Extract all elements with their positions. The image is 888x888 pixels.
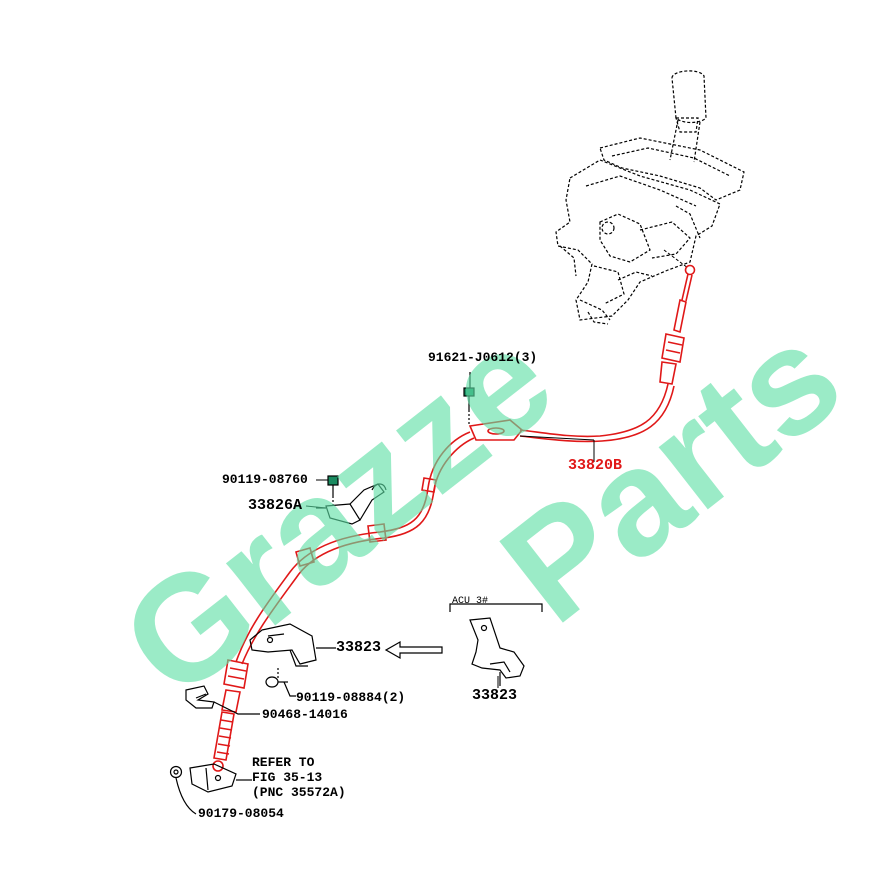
shift-cable-33820b — [212, 264, 696, 772]
bolt-91621 — [463, 372, 475, 424]
refer-line-3: (PNC 35572A) — [252, 785, 346, 800]
label-clip-bolt: 91621-J0612(3) — [428, 350, 538, 365]
arrow-variant — [384, 640, 443, 660]
label-bracket-upper: 33826A — [248, 497, 303, 514]
label-bracket-main: 33823 — [336, 639, 382, 656]
bracket-33823-main — [249, 623, 336, 667]
bracket-33823-variant — [449, 603, 543, 686]
lower-lever-and-nut — [169, 763, 252, 815]
refer-line-2: FIG 35-13 — [252, 770, 323, 785]
bracket-33826a — [316, 475, 387, 525]
shift-lever-assembly — [555, 70, 745, 325]
label-variant-tag: ACU 3# — [452, 596, 489, 607]
clip-90468 — [185, 685, 260, 715]
label-bolt-upper: 90119-08760 — [222, 472, 308, 487]
label-shift-cable: 33820B — [568, 457, 623, 474]
label-bracket-variant: 33823 — [472, 687, 518, 704]
refer-note: REFER TO FIG 35-13 (PNC 35572A) — [252, 755, 346, 800]
label-bolt-lower: 90119-08884(2) — [296, 690, 406, 705]
label-clip-lower: 90468-14016 — [262, 707, 348, 722]
refer-line-1: REFER TO — [252, 755, 315, 770]
bolt-90119-08884 — [265, 668, 296, 697]
label-nut: 90179-08054 — [198, 806, 284, 821]
leader-shifter — [663, 249, 689, 269]
leader-lines — [305, 435, 595, 688]
